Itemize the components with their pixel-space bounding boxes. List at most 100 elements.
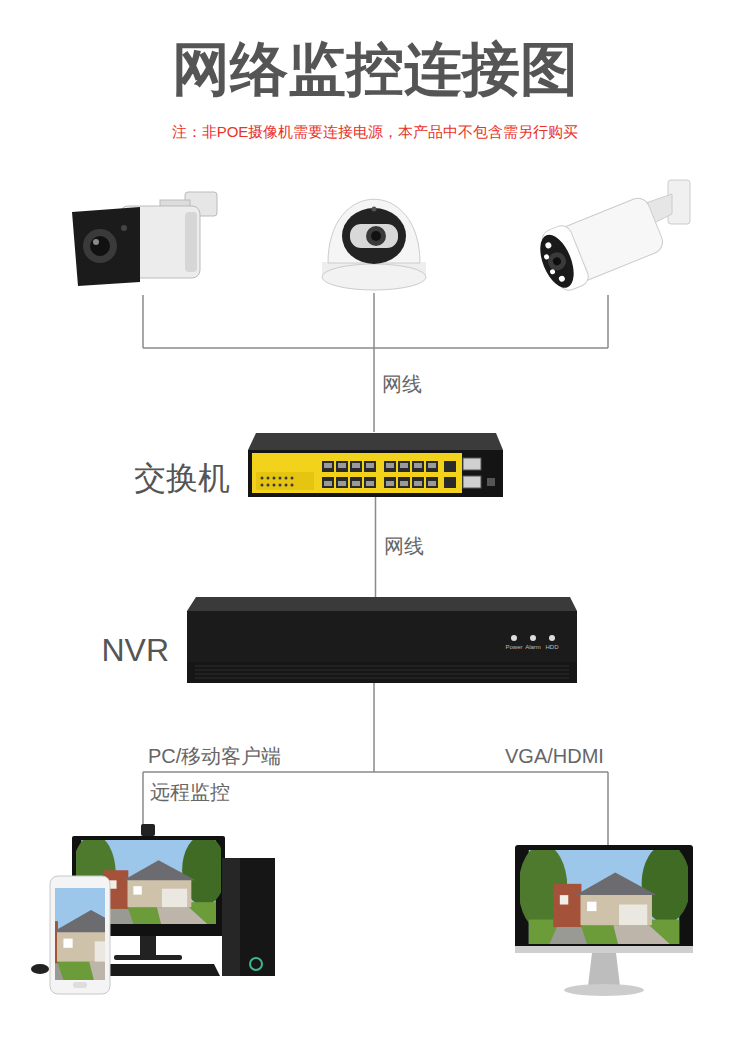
switch-device-part-part xyxy=(398,461,410,472)
wire-part xyxy=(373,683,375,772)
monitor-part xyxy=(564,984,644,996)
pc-set-part xyxy=(114,955,182,960)
switch-device-part xyxy=(248,433,503,450)
note: 注：非POE摄像机需要连接电源，本产品中不包含需另行购买 xyxy=(0,123,750,141)
nvr-device xyxy=(187,597,577,683)
bullet-camera-part-part xyxy=(543,254,550,261)
dome-camera xyxy=(322,199,426,290)
nvr-device-part-part xyxy=(195,670,569,671)
switch-device-part-part xyxy=(366,481,374,486)
wire-part xyxy=(142,295,144,348)
switch-device-part xyxy=(261,477,294,487)
dome-camera-part xyxy=(372,207,377,212)
switch-device-part-part xyxy=(352,481,360,486)
switch-device-part-part xyxy=(414,481,422,486)
switch-device-part-part xyxy=(267,477,270,480)
bullet-camera-part xyxy=(93,239,99,245)
bullet-camera-part-part xyxy=(558,275,566,283)
wire xyxy=(143,293,608,845)
wire-part xyxy=(607,772,609,845)
switch-device-part-part xyxy=(291,477,294,480)
switch-device-part xyxy=(252,453,462,493)
dome-camera-part xyxy=(350,224,398,248)
switch-device xyxy=(248,433,503,497)
switch-device-part xyxy=(463,476,481,488)
dome-camera-part xyxy=(366,226,386,246)
switch-device-part-part xyxy=(338,481,346,486)
switch-device-part-part xyxy=(384,461,396,472)
bullet-camera-part xyxy=(185,212,197,272)
switch-device-part-part xyxy=(261,477,264,480)
pc-set xyxy=(0,824,275,994)
switch-device-part-part xyxy=(279,477,282,480)
switch-device-part-part xyxy=(285,484,288,487)
switch-device-part-part xyxy=(366,463,374,468)
switch-device-part-part xyxy=(400,463,408,468)
pc-set-part xyxy=(222,858,240,976)
bullet-camera-part-part xyxy=(552,256,562,266)
cable-label: 网线 xyxy=(382,372,422,396)
nvr-device-part xyxy=(187,662,577,683)
pc-set-part xyxy=(222,858,275,976)
switch-device-part-part xyxy=(428,463,436,468)
pc-set-part xyxy=(102,964,220,976)
dome-camera-part xyxy=(371,231,381,241)
switch-device-part-part xyxy=(261,484,264,487)
connector xyxy=(375,497,377,597)
nvr-device-part xyxy=(195,666,569,678)
client-label: 远程监控 xyxy=(150,780,230,804)
indicator-label: Power xyxy=(499,644,529,651)
nvr-device-part xyxy=(187,611,577,683)
switch-device-part xyxy=(248,450,503,497)
switch-device-part-part xyxy=(336,477,348,488)
node-label: NVR xyxy=(101,631,169,669)
pc-set-part-part xyxy=(0,882,165,980)
bullet-camera xyxy=(532,180,690,296)
bullet-camera xyxy=(72,192,217,286)
switch-device-part-part xyxy=(267,484,270,487)
dome-camera-part xyxy=(322,264,426,290)
switch-device-part-part xyxy=(322,461,334,472)
bullet-camera-part-part xyxy=(545,250,568,273)
node-label: 交换机 xyxy=(134,459,230,497)
nvr-node: NVR xyxy=(187,597,577,683)
switch-device-part-part xyxy=(322,477,334,488)
nvr-device-part xyxy=(511,635,517,641)
switch-device-part xyxy=(463,458,481,470)
pc-set-part xyxy=(141,824,155,836)
switch-device-part xyxy=(324,463,436,486)
pc-set-part xyxy=(140,936,156,956)
switch-device-part-part xyxy=(414,463,422,468)
monitor-part xyxy=(588,953,620,986)
switch-device-part xyxy=(487,478,495,486)
monitor-part xyxy=(515,845,693,951)
cable-label: 网线 xyxy=(382,534,426,558)
switch-device-part-part xyxy=(273,484,276,487)
switch-device-part-part xyxy=(291,484,294,487)
wire-part xyxy=(143,771,608,773)
indicator-label: HDD xyxy=(537,644,567,651)
switch-device-part-part xyxy=(273,477,276,480)
wire-part xyxy=(607,295,609,348)
switch-device-part-part xyxy=(386,481,394,486)
switch-node: 交换机 xyxy=(248,432,503,497)
switch-device-part-part xyxy=(352,463,360,468)
bullet-camera-part xyxy=(121,225,127,231)
dome-camera-part xyxy=(342,208,406,264)
bullet-camera-part xyxy=(72,207,140,286)
bullet-camera-part xyxy=(532,192,667,296)
switch-device-part xyxy=(322,461,456,488)
switch-device-part-part xyxy=(386,463,394,468)
switch-device-part-part xyxy=(338,463,346,468)
switch-device-part-part xyxy=(324,463,332,468)
pc-set-part xyxy=(31,964,49,974)
bullet-camera-part xyxy=(83,229,117,263)
monitor xyxy=(515,844,693,996)
pc-set-part xyxy=(250,958,262,970)
monitor-part xyxy=(518,844,690,944)
switch-device-part-part xyxy=(412,477,424,488)
switch-device-part-part xyxy=(444,477,456,488)
switch-device-part-part xyxy=(350,461,362,472)
wire-part xyxy=(373,293,375,432)
